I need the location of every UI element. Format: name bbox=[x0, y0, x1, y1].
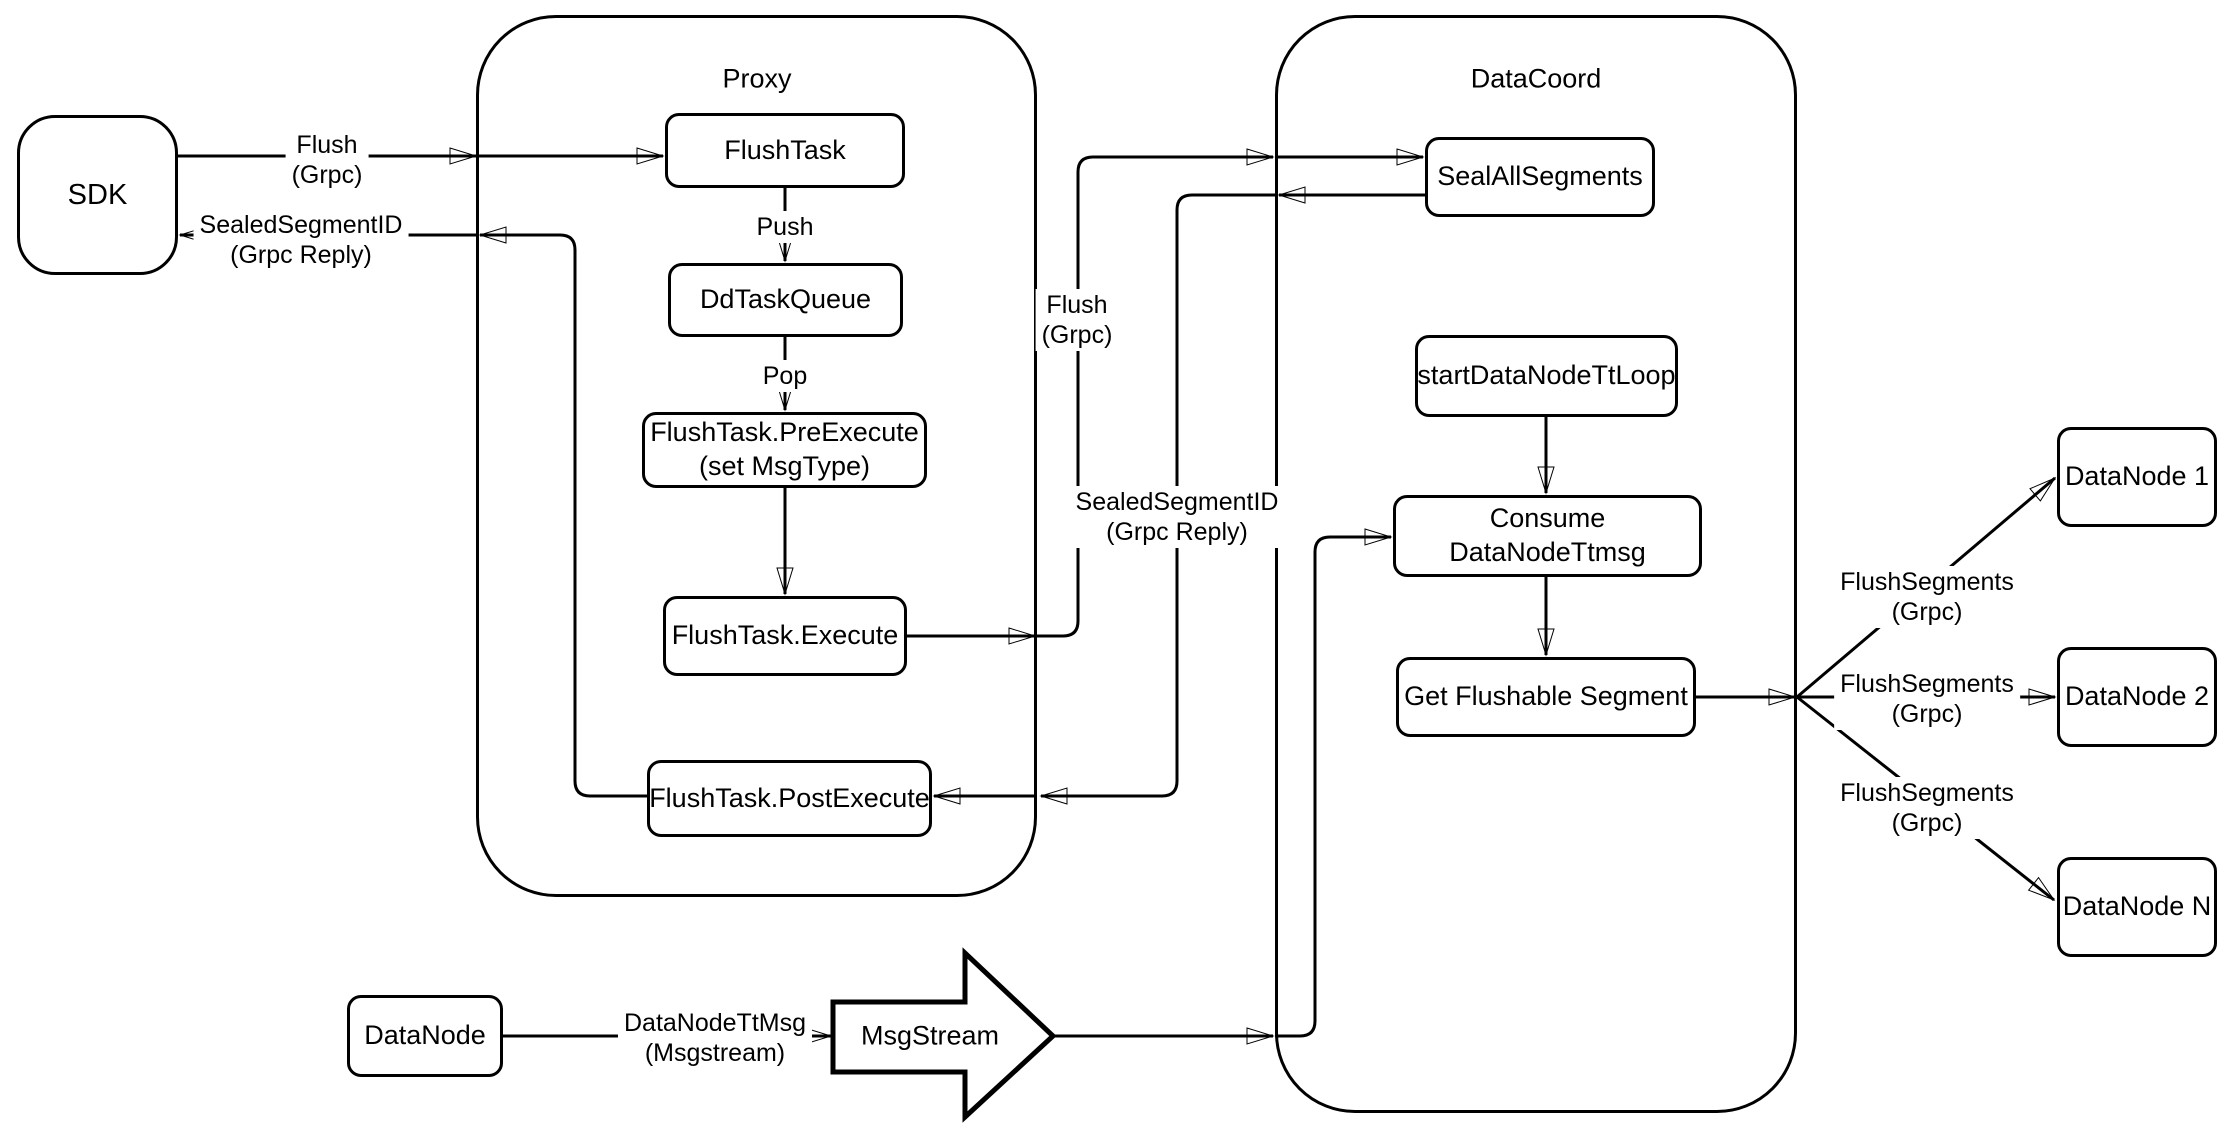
edge-flush-to-datacoord-edge bbox=[1037, 148, 1275, 638]
node-flushtask-preexecute: FlushTask.PreExecute (set MsgType) bbox=[642, 412, 927, 488]
proxy-container-label: Proxy bbox=[722, 63, 792, 94]
node-datanode-bottom: DataNode bbox=[347, 995, 503, 1077]
msgstream-block-arrow-shape bbox=[830, 947, 1057, 1123]
proxy-container bbox=[476, 15, 1037, 897]
edge-label-flushsegments-1: FlushSegments (Grpc) bbox=[1834, 566, 2020, 628]
edge-label-pop: Pop bbox=[756, 360, 814, 392]
edge-label-flush-grpc-sdk: Flush (Grpc) bbox=[285, 129, 369, 191]
node-sealallsegments: SealAllSegments bbox=[1425, 137, 1655, 217]
edge-label-flushsegments-n: FlushSegments (Grpc) bbox=[1834, 777, 2020, 839]
node-ddtaskqueue: DdTaskQueue bbox=[668, 263, 903, 337]
edge-label-datanodettmsg: DataNodeTtMsg (Msgstream) bbox=[617, 1007, 813, 1069]
edge-label-sealedsegmentid-sdk: SealedSegmentID (Grpc Reply) bbox=[193, 209, 409, 271]
datacoord-container bbox=[1275, 15, 1797, 1113]
node-sdk: SDK bbox=[17, 115, 178, 275]
node-consume-datanodettmsg: Consume DataNodeTtmsg bbox=[1393, 495, 1702, 577]
edge-label-flush-grpc-mid: Flush (Grpc) bbox=[1035, 289, 1119, 351]
edge-label-flushsegments-2: FlushSegments (Grpc) bbox=[1834, 668, 2020, 730]
edge-label-sealedsegmentid-mid: SealedSegmentID (Grpc Reply) bbox=[1069, 486, 1285, 548]
edge-label-push: Push bbox=[750, 211, 820, 243]
node-datanode-1: DataNode 1 bbox=[2057, 427, 2217, 527]
node-flushtask-postexecute: FlushTask.PostExecute bbox=[647, 760, 932, 837]
node-datanode-2: DataNode 2 bbox=[2057, 647, 2217, 747]
edge-postexecute-return-to-proxy-edge bbox=[478, 226, 647, 798]
node-startdatanodettloop: startDataNodeTtLoop bbox=[1415, 335, 1678, 417]
node-datanode-n: DataNode N bbox=[2057, 857, 2217, 957]
msgstream-shape-label: MsgStream bbox=[860, 1020, 1000, 1051]
datacoord-container-label: DataCoord bbox=[1470, 63, 1602, 94]
edge-datacoord-to-consume bbox=[1275, 528, 1393, 1038]
node-flushtask-execute: FlushTask.Execute bbox=[663, 596, 907, 676]
node-flushtask: FlushTask bbox=[665, 113, 905, 188]
node-get-flushable-segment: Get Flushable Segment bbox=[1396, 657, 1696, 737]
